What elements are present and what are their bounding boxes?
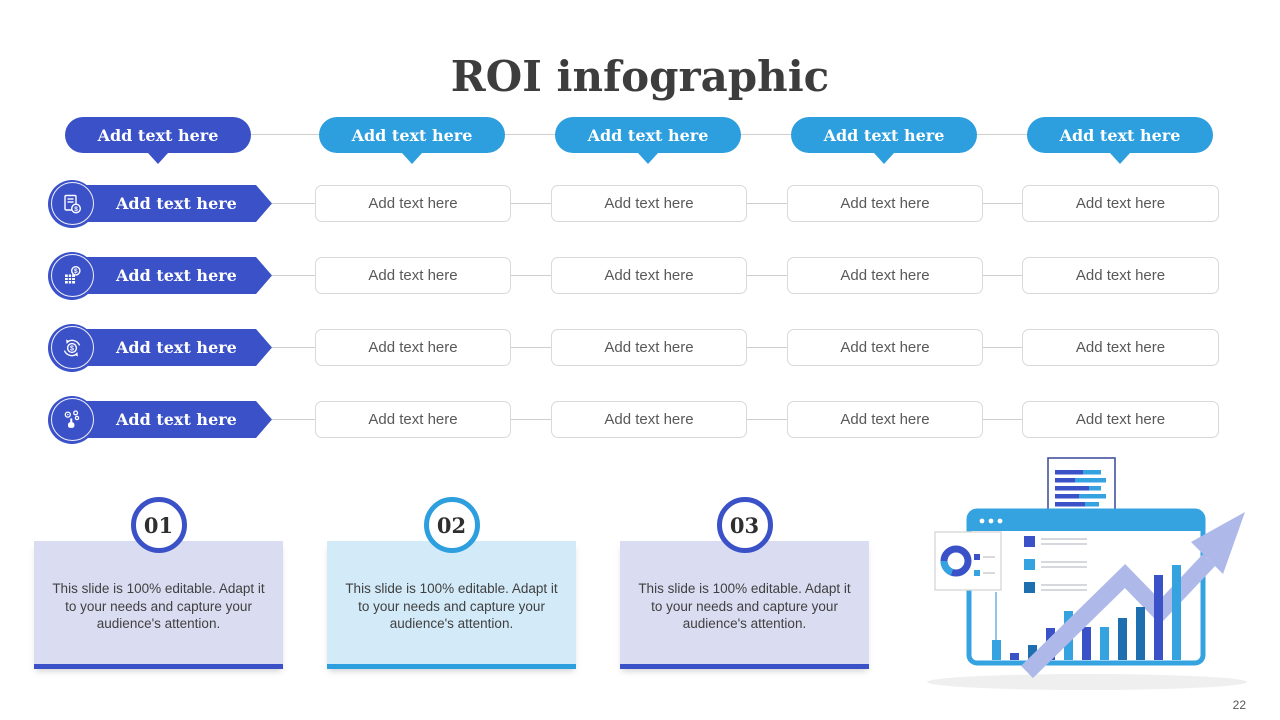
grid-cell-text: Add text here — [1075, 267, 1166, 284]
card-number-badge: 02 — [423, 497, 480, 553]
grid-cell-text: Add text here — [840, 411, 930, 428]
numbered-card-1[interactable]: 01 This slide is 100% editable. Adapt it… — [34, 497, 283, 673]
grid-cell[interactable]: Add text here — [1022, 401, 1219, 438]
invoice-money-icon: $ — [48, 179, 96, 228]
grid-cell[interactable]: Add text here — [787, 329, 983, 366]
grid-cell-text: Add text here — [840, 267, 930, 284]
svg-text:$: $ — [74, 205, 78, 212]
browser-window-graphic — [966, 508, 1206, 666]
grid-cell-text: Add text here — [840, 195, 930, 212]
ledger-coin-icon: $ — [48, 251, 96, 300]
card-text-panel[interactable]: This slide is 100% editable. Adapt it to… — [34, 541, 283, 668]
card-text-panel[interactable]: This slide is 100% editable. Adapt it to… — [620, 541, 869, 668]
card-text: This slide is 100% editable. Adapt it to… — [638, 581, 851, 632]
header-pill-3[interactable]: Add text here — [555, 117, 741, 164]
card-number-badge: 01 — [130, 497, 187, 553]
row-banner-label: Add text here — [116, 266, 237, 285]
header-pill-label: Add text here — [97, 125, 219, 145]
svg-text:$: $ — [70, 345, 74, 352]
card-text: This slide is 100% editable. Adapt it to… — [345, 581, 558, 632]
grid-cell[interactable]: Add text here — [551, 185, 747, 222]
card-accent-bar — [620, 664, 869, 669]
card-accent-bar — [327, 664, 576, 669]
grid-cell-text: Add text here — [604, 411, 694, 428]
header-pill-label: Add text here — [351, 125, 473, 145]
row-banner-label: Add text here — [116, 194, 237, 213]
header-pill-5[interactable]: Add text here — [1027, 117, 1213, 164]
grid-cell-text: Add text here — [1075, 339, 1166, 356]
grid-cell-text: Add text here — [368, 195, 458, 212]
grid-cell-text: Add text here — [604, 267, 694, 284]
grid-cell[interactable]: Add text here — [551, 401, 747, 438]
header-pill-4[interactable]: Add text here — [791, 117, 977, 164]
grid-cell[interactable]: Add text here — [315, 257, 511, 294]
growth-analytics-illustration — [927, 457, 1247, 690]
header-pill-label: Add text here — [1059, 125, 1181, 145]
window-legend-graphic — [1024, 536, 1087, 593]
grid-cell[interactable]: Add text here — [551, 329, 747, 366]
card-number-badge: 03 — [716, 497, 773, 553]
grid-cell[interactable]: Add text here — [315, 401, 511, 438]
numbered-card-2[interactable]: 02 This slide is 100% editable. Adapt it… — [327, 497, 576, 673]
svg-text:$: $ — [74, 268, 78, 275]
grid-cell[interactable]: Add text here — [1022, 185, 1219, 222]
grid-cell[interactable]: Add text here — [551, 257, 747, 294]
grid-cell[interactable]: Add text here — [787, 257, 983, 294]
grid-cell[interactable]: Add text here — [1022, 329, 1219, 366]
header-pill-label: Add text here — [823, 125, 945, 145]
donut-chart-card-graphic — [934, 531, 1002, 591]
row-banner-label: Add text here — [116, 410, 237, 429]
bar-chart-front-graphic — [1136, 565, 1181, 660]
grid-cell-text: Add text here — [368, 411, 458, 428]
grid-cell[interactable]: Add text here — [787, 185, 983, 222]
header-pill-1[interactable]: Add text here — [65, 117, 251, 164]
row-banner-4[interactable]: Add text here — [60, 401, 272, 438]
grid-cell-text: Add text here — [368, 267, 458, 284]
card-text-panel[interactable]: This slide is 100% editable. Adapt it to… — [327, 541, 576, 668]
page-number: 22 — [1232, 698, 1246, 712]
grid-cell-text: Add text here — [1075, 411, 1166, 428]
card-accent-bar — [34, 664, 283, 669]
header-pill-label: Add text here — [587, 125, 709, 145]
page-title: ROI infographic — [450, 52, 830, 102]
grid-cell-text: Add text here — [604, 195, 694, 212]
header-pill-2[interactable]: Add text here — [319, 117, 505, 164]
grid-cell-text: Add text here — [1075, 195, 1166, 212]
grid-cell[interactable]: Add text here — [315, 329, 511, 366]
grid-cell-text: Add text here — [368, 339, 458, 356]
grid-cell-text: Add text here — [604, 339, 694, 356]
card-text: This slide is 100% editable. Adapt it to… — [52, 581, 265, 632]
grid-cell[interactable]: Add text here — [1022, 257, 1219, 294]
dollar-cycle-icon: $ — [48, 323, 96, 372]
growth-arrow-graphic — [1021, 512, 1245, 679]
document-graphic — [1047, 457, 1116, 516]
grid-cell[interactable]: Add text here — [787, 401, 983, 438]
row-banner-label: Add text here — [116, 338, 237, 357]
numbered-card-3[interactable]: 03 This slide is 100% editable. Adapt it… — [620, 497, 869, 673]
grid-cell-text: Add text here — [840, 339, 930, 356]
grid-cell[interactable]: Add text here — [315, 185, 511, 222]
hand-gears-icon — [48, 395, 96, 444]
